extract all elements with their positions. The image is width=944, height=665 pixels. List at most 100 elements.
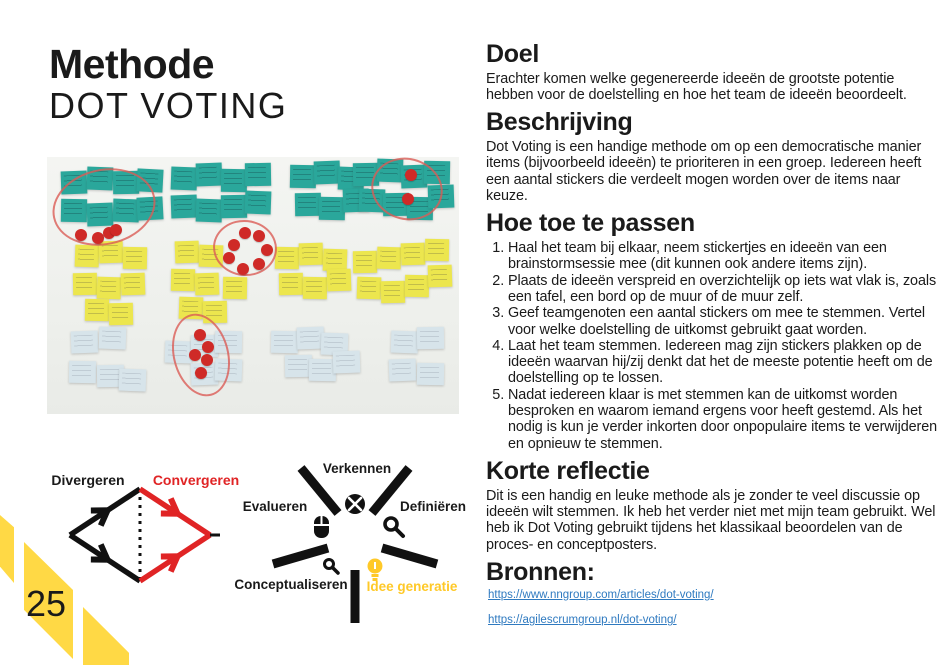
- sticky-note: [72, 272, 98, 296]
- sticky-note: [326, 268, 352, 292]
- sticky-note: [294, 192, 322, 217]
- vote-dot-sticker: [228, 239, 240, 251]
- spoke-right: [380, 543, 439, 569]
- sticky-note: [68, 360, 97, 384]
- diverge-arrowhead-up: [90, 507, 113, 527]
- vote-dot-sticker: [92, 232, 104, 244]
- sticky-note: [70, 330, 99, 354]
- title-methode: Methode: [49, 41, 215, 87]
- source-links: https://www.nngroup.com/articles/dot-vot…: [486, 589, 938, 627]
- phase-label-verkennen: Verkennen: [322, 461, 392, 476]
- compass-icon: [345, 494, 365, 514]
- vote-dot-sticker: [201, 354, 213, 366]
- vote-dot-sticker: [253, 230, 265, 242]
- sticky-note: [170, 268, 196, 292]
- converge-arrowhead-down: [160, 497, 183, 517]
- title-dot-voting: DOT VOTING: [49, 85, 288, 126]
- sticky-note: [244, 162, 272, 187]
- sticky-note: [174, 240, 200, 264]
- sticky-note: [220, 194, 248, 219]
- sticky-note: [118, 368, 147, 392]
- magnifier-icon: [383, 516, 405, 538]
- step-item: Laat het team stemmen. Iedereen mag zijn…: [508, 338, 938, 387]
- step-item: Nadat iedereen klaar is met stemmen kan …: [508, 387, 938, 452]
- vote-dot-sticker: [405, 169, 417, 181]
- sticky-note: [122, 246, 148, 270]
- source-link[interactable]: https://www.nngroup.com/articles/dot-vot…: [488, 588, 714, 601]
- corner-stripe-1: [0, 515, 14, 583]
- sticky-note: [222, 276, 248, 300]
- sticky-note: [427, 264, 453, 288]
- sticky-note: [170, 194, 198, 219]
- sticky-note: [84, 298, 110, 322]
- heading-doel: Doel: [486, 40, 539, 68]
- content-column: Doel Erachter komen welke gegenereerde i…: [486, 40, 938, 640]
- phase-label-conceptualiseren: Conceptualiseren: [234, 577, 348, 592]
- vote-dot-sticker: [195, 367, 207, 379]
- vote-dot-sticker: [237, 263, 249, 275]
- heading-bronnen: Bronnen:: [486, 557, 595, 586]
- lightbulb-icon: [367, 558, 383, 581]
- heading-korte-reflectie: Korte reflectie: [486, 456, 650, 485]
- steps-list: Haal het team bij elkaar, neem stickertj…: [486, 240, 938, 452]
- sticky-note: [302, 276, 328, 300]
- step-item: Haal het team bij elkaar, neem stickertj…: [508, 240, 938, 273]
- sticky-note: [270, 330, 299, 354]
- step-item: Geef teamgenoten een aantal stickers om …: [508, 305, 938, 338]
- phase-label-evalueren: Evalueren: [242, 499, 308, 514]
- page-title: Methode DOT VOTING: [49, 41, 288, 127]
- sticky-note: [332, 350, 361, 374]
- sticky-note: [400, 242, 426, 266]
- vote-dot-sticker: [402, 193, 414, 205]
- sticky-note: [278, 272, 304, 296]
- sticky-note: [352, 250, 378, 274]
- sticky-note: [376, 246, 402, 270]
- vote-dot-sticker: [194, 329, 206, 341]
- sticky-note: [195, 162, 223, 187]
- sticky-note: [195, 198, 223, 223]
- sticky-note: [289, 164, 317, 189]
- mouse-icon: [314, 516, 329, 538]
- vote-dot-sticker: [253, 258, 265, 270]
- heading-hoe-toe-te-passen: Hoe toe te passen: [486, 209, 695, 238]
- diverge-arrowhead-down: [90, 543, 113, 563]
- phase-label-definieren: Definiëren: [399, 499, 467, 514]
- divergeren-label: Divergeren: [51, 472, 125, 488]
- sticky-note: [404, 274, 430, 298]
- doel-text: Erachter komen welke gegenereerde ideeën…: [486, 70, 907, 104]
- sticky-note: [388, 358, 417, 382]
- spoke-top-left: [297, 465, 342, 516]
- vote-dot-sticker: [239, 227, 251, 239]
- sticky-note: [170, 166, 198, 191]
- sticky-note: [120, 272, 146, 296]
- sticky-note: [390, 330, 419, 354]
- step-item: Plaats de ideeën verspreid en overzichte…: [508, 273, 938, 306]
- sticky-note: [244, 190, 272, 215]
- sticky-note: [416, 362, 445, 386]
- sticky-note: [96, 276, 122, 300]
- sticky-note: [98, 326, 127, 350]
- vote-dot-sticker: [189, 349, 201, 361]
- sticky-note: [108, 302, 134, 326]
- sticky-note: [74, 244, 100, 268]
- corner-stripe-3: [83, 607, 129, 665]
- sticky-note: [318, 196, 346, 221]
- sticky-note: [380, 280, 406, 304]
- sticky-note: [313, 160, 341, 185]
- phase-label-idee-generatie: Idee generatie: [366, 579, 458, 594]
- reflectie-text: Dit is een handig en leuke methode als j…: [486, 487, 936, 553]
- heading-beschrijving: Beschrijving: [486, 108, 633, 137]
- wrench-icon: [323, 558, 340, 575]
- vote-dot-sticker: [261, 244, 273, 256]
- convergeren-label: Convergeren: [152, 472, 240, 488]
- sticky-note: [194, 272, 220, 296]
- source-link[interactable]: https://agilescrumgroup.nl/dot-voting/: [488, 614, 677, 627]
- sticky-note: [356, 276, 382, 300]
- converge-arrowhead-up: [160, 553, 183, 573]
- vote-dot-sticker: [110, 224, 122, 236]
- vote-dot-sticker: [75, 229, 87, 241]
- dot-voting-photo: [47, 157, 459, 414]
- vote-dot-sticker: [223, 252, 235, 264]
- design-process-diagram: [271, 465, 439, 623]
